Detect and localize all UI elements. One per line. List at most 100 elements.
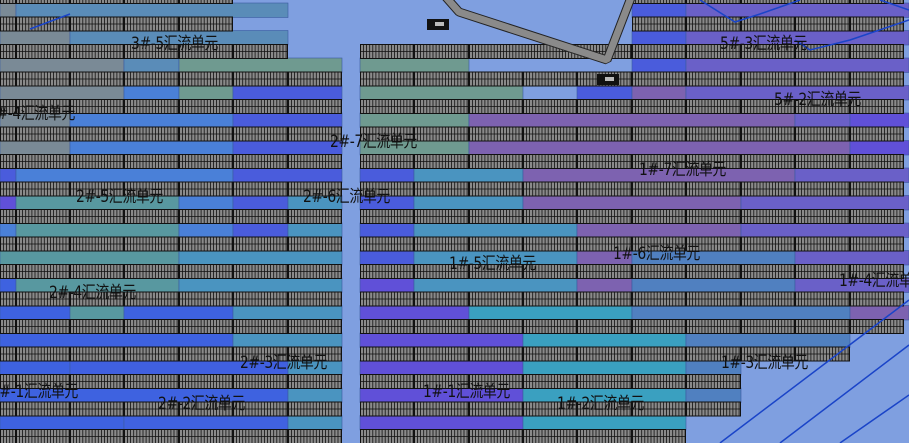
pv-cell-lines [850,264,904,279]
pv-cell-lines [233,127,288,141]
pv-cell-lines [523,127,577,141]
label-2-6: 2#-6汇流单元 [303,187,390,207]
pv-cell-lines [632,237,686,251]
label-1-3: 1#-3汇流单元 [721,353,808,373]
pv-cell-lines [233,347,288,361]
pv-panel-block [850,0,904,4]
cable-line [879,0,909,11]
combiner-zone [359,222,415,238]
pv-panel-block [795,0,850,4]
pv-cell-lines [360,264,414,279]
combiner-zone [178,195,234,211]
label-2-2: 2#-2汇流单元 [158,394,245,414]
combiner-zone [685,57,909,73]
pv-cell-lines [16,127,70,141]
combiner-zone [849,140,909,156]
combiner-zone [123,415,289,431]
combiner-zone [740,222,909,238]
pv-cell-lines [233,264,288,279]
pv-cell-lines [288,429,342,443]
inverter-box-icon[interactable] [597,74,619,85]
cable-line [794,19,909,51]
pv-cell-lines [16,72,70,86]
pv-cell-lines [469,72,523,86]
pv-cell-lines [179,264,233,279]
pv-panel-block [0,0,16,4]
combiner-zone [522,360,687,376]
pv-cell-lines [0,374,16,389]
pv-cell-lines [70,99,124,114]
pv-cell-lines [179,99,233,114]
combiner-zone [794,250,909,266]
pv-cell-lines [577,319,632,334]
pv-cell-lines [686,154,741,169]
pv-cell-lines [0,17,16,31]
pv-cell-lines [124,347,179,361]
pv-cell-lines [70,154,124,169]
pv-cell-lines [523,237,577,251]
label-2-3: 2#-3汇流单元 [240,353,327,373]
pv-cell-lines [850,319,904,334]
pv-cell-lines [632,182,686,196]
pv-panel-block [632,0,686,4]
pv-cell-lines [577,182,632,196]
pv-cell-lines [741,44,795,59]
pv-cell-lines [70,127,124,141]
pv-cell-lines [577,429,632,443]
label-3-5: 3#-5汇流单元 [131,34,218,54]
pv-cell-lines [360,402,414,416]
pv-cell-lines [233,292,288,306]
combiner-zone [0,85,125,101]
pv-cell-lines [70,264,124,279]
combiner-zone [69,112,234,128]
pv-cell-lines [632,209,686,224]
label-5-2: 5#-2汇流单元 [774,90,861,110]
pv-cell-lines [288,292,342,306]
pv-cell-lines [179,319,233,334]
pv-cell-lines [360,72,414,86]
pv-cell-lines [414,347,469,361]
combiner-zone [359,415,524,431]
pv-cell-lines [233,154,288,169]
pv-cell-lines [469,292,523,306]
combiner-zone [232,140,343,156]
pv-cell-lines [124,264,179,279]
pv-cell-lines [124,99,179,114]
combiner-zone [522,195,742,211]
combiner-zone [178,222,234,238]
pv-cell-lines [16,347,70,361]
pv-cell-lines [686,127,741,141]
combiner-zone [359,332,524,348]
pv-cell-lines [523,292,577,306]
pv-cell-lines [850,72,904,86]
pv-cell-lines [0,154,16,169]
pv-cell-lines [686,72,741,86]
combiner-zone [576,85,633,101]
combiner-zone [359,360,524,376]
label-2-5: 2#-5汇流单元 [76,187,163,207]
pv-cell-lines [414,429,469,443]
combiner-zone [359,277,415,293]
pv-cell-lines [577,99,632,114]
pv-cell-lines [360,44,414,59]
combiner-zone [0,332,234,348]
combiner-zone [468,305,633,321]
pv-cell-lines [741,209,795,224]
pv-cell-lines [577,264,632,279]
pv-cell-lines [179,182,233,196]
combiner-zone [178,250,343,266]
pv-cell-lines [360,99,414,114]
pv-cell-lines [686,237,741,251]
pv-cell-lines [850,154,904,169]
label-2-7: 2#-7汇流单元 [330,132,417,152]
pv-cell-lines [414,264,469,279]
pv-cell-lines [16,429,70,443]
pv-cell-lines [741,17,795,31]
pv-cell-lines [469,429,523,443]
combiner-zone [0,305,71,321]
pv-cell-lines [523,429,577,443]
pv-cell-lines [360,292,414,306]
pv-cell-lines [16,209,70,224]
combiner-zone [413,222,578,238]
inverter-box-icon[interactable] [427,19,449,30]
